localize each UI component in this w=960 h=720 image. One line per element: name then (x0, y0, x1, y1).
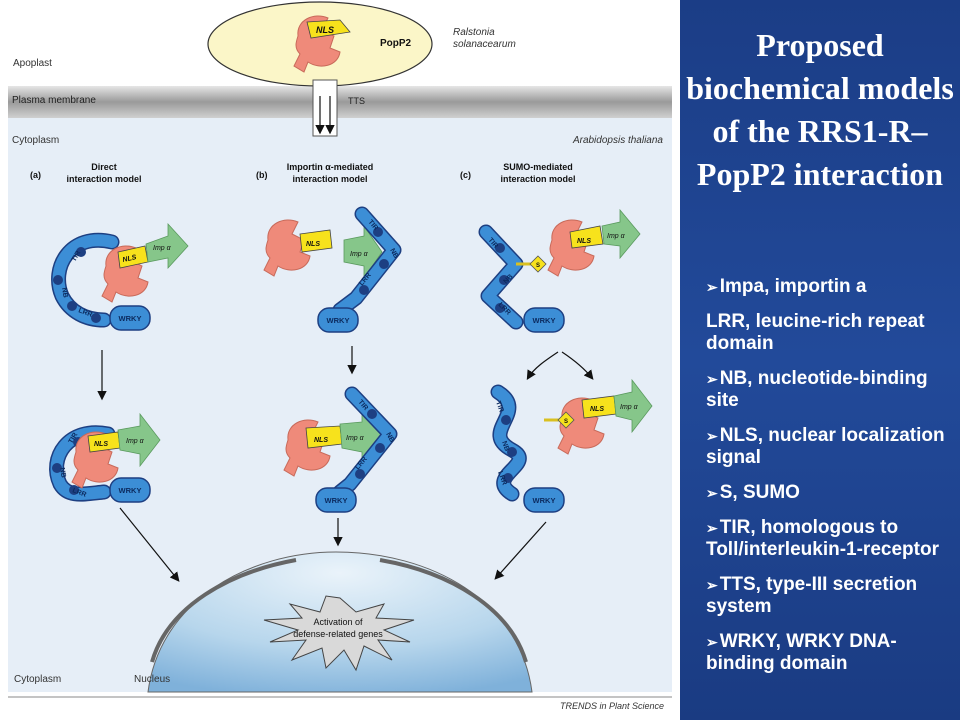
arrow-a-nucleus (119, 507, 180, 582)
c2-nls-label: NLS (590, 406, 604, 413)
term-text: Impa, importin a (719, 276, 867, 297)
tts-label: TTS (348, 96, 365, 106)
a2-wrky-label: WRKY (119, 486, 142, 495)
model-c-letter: (c) (460, 170, 471, 180)
bullet-arrow-icon: ➢ (706, 634, 718, 650)
c1-s-label: S (536, 263, 540, 269)
model-a-title-2: interaction model (66, 174, 141, 184)
plasma-membrane (8, 86, 672, 118)
c1-imp-label: Imp α (607, 233, 626, 240)
nuclear-envelope-left (150, 558, 297, 663)
plasma-membrane-label: Plasma membrane (12, 95, 96, 106)
a1-nls-label: NLS (122, 254, 137, 264)
model-c-complex (490, 378, 653, 513)
a2-lrr-label: LRR (71, 487, 87, 498)
term-item: ➢S, SUMO (706, 482, 952, 504)
model-b-letter: (b) (256, 170, 268, 180)
a1-imp-label: Imp α (153, 245, 172, 252)
organism-label-2: solanacearum (453, 39, 516, 50)
term-item: ➢NB, nucleotide-binding site (706, 368, 952, 412)
nucleus-text-2: defense-related genes (293, 629, 383, 639)
model-b-complex (283, 386, 398, 513)
figure: Apoplast Plasma membrane TTS Cytoplasm A… (8, 0, 672, 711)
bullet-arrow-icon: ➢ (706, 520, 718, 536)
a2-nb-label: NB (58, 467, 67, 478)
model-b-initial (263, 206, 402, 333)
panel-title: Proposed biochemical models of the RRS1-… (686, 27, 954, 192)
apoplast-label: Apoplast (13, 58, 52, 69)
term-text: LRR, leucine-rich repeat domain (706, 311, 925, 354)
model-b-title-2: interaction model (292, 174, 367, 184)
bullet-arrow-icon: ➢ (706, 485, 718, 501)
gene-activation-burst (263, 595, 415, 672)
c2-tir-label: TIR (494, 400, 504, 413)
term-item: ➢TTS, type-III secretion system (706, 574, 952, 618)
bullet-arrow-icon: ➢ (706, 371, 718, 387)
term-text: TIR, homologous to Toll/interleukin-1-re… (706, 517, 939, 560)
bullet-arrow-icon: ➢ (706, 577, 718, 593)
b1-nb-label: NB (388, 248, 399, 260)
model-diagram: Apoplast Plasma membrane TTS Cytoplasm A… (8, 0, 672, 711)
c1-nls-label: NLS (577, 238, 591, 245)
model-a-title-1: Direct (91, 162, 117, 172)
nuclear-envelope-right (379, 558, 528, 663)
a1-tir-label: TIR (71, 250, 83, 263)
c1-wrky-label: WRKY (533, 316, 556, 325)
arrow-c-nucleus (494, 521, 547, 580)
term-text: WRKY, WRKY DNA-binding domain (706, 631, 897, 674)
credit-label: TRENDS in Plant Science (560, 701, 664, 711)
model-c-initial (478, 208, 641, 333)
definitions-panel: Proposed biochemical models of the RRS1-… (680, 0, 960, 720)
nucleus-label: Nucleus (134, 674, 170, 685)
a1-lrr-label: LRR (77, 307, 93, 318)
organism-label-1: Ralstonia (453, 27, 495, 38)
b2-wrky-label: WRKY (325, 496, 348, 505)
nucleus-text-1: Activation of (313, 617, 363, 627)
c2-nb-label: NB (500, 440, 510, 452)
b1-nls-label: NLS (306, 241, 320, 248)
model-c-title-1: SUMO-mediated (503, 162, 573, 172)
c2-s-label: S (564, 419, 568, 425)
term-item: ➢WRKY, WRKY DNA-binding domain (706, 631, 952, 675)
model-c-title-2: interaction model (500, 174, 575, 184)
c2-imp-label: Imp α (620, 404, 639, 411)
b1-wrky-label: WRKY (327, 316, 350, 325)
model-b-title-1: Importin α-mediated (287, 162, 374, 172)
b2-nb-label: NB (384, 432, 395, 444)
c2-lrr-label: LRR (496, 470, 507, 486)
plant-label: Arabidopsis thaliana (572, 135, 663, 146)
term-item: ➢Impa, importin a (706, 276, 952, 298)
term-text: NB, nucleotide-binding site (706, 368, 928, 411)
a2-nls-label: NLS (94, 441, 108, 448)
term-item: ➢NLS, nuclear localization signal (706, 425, 952, 469)
b2-nls-label: NLS (314, 437, 328, 444)
term-text: TTS, type-III secretion system (706, 574, 918, 617)
term-item: ➢TIR, homologous to Toll/interleukin-1-r… (706, 517, 952, 561)
a1-nb-label: NB (60, 287, 69, 298)
arrow-c-right (561, 351, 594, 380)
pathogen-nls-tag (306, 19, 351, 39)
a1-wrky-label: WRKY (119, 314, 142, 323)
popp2-label: PopP2 (380, 38, 412, 49)
b1-imp-label: Imp α (350, 251, 369, 258)
c2-wrky-label: WRKY (533, 496, 556, 505)
a2-tir-label: TIR (68, 432, 80, 445)
cytoplasm-bottom-label: Cytoplasm (14, 674, 61, 685)
tts-channel (312, 79, 338, 137)
term-text: NLS, nuclear localization signal (706, 425, 945, 468)
model-a-initial (51, 222, 189, 331)
b2-imp-label: Imp α (346, 435, 365, 442)
pathogen-nls-label: NLS (316, 25, 334, 35)
arrow-c-left (526, 351, 559, 381)
bullet-arrow-icon: ➢ (706, 428, 718, 444)
cytoplasm-label: Cytoplasm (12, 135, 59, 146)
model-a-letter: (a) (30, 170, 41, 180)
term-list: ➢Impa, importin a LRR, leucine-rich repe… (706, 276, 952, 688)
term-text: S, SUMO (719, 482, 800, 503)
term-item: LRR, leucine-rich repeat domain (706, 311, 952, 355)
model-a-complex (49, 412, 161, 503)
a2-imp-label: Imp α (126, 438, 145, 445)
bullet-arrow-icon: ➢ (706, 279, 718, 295)
